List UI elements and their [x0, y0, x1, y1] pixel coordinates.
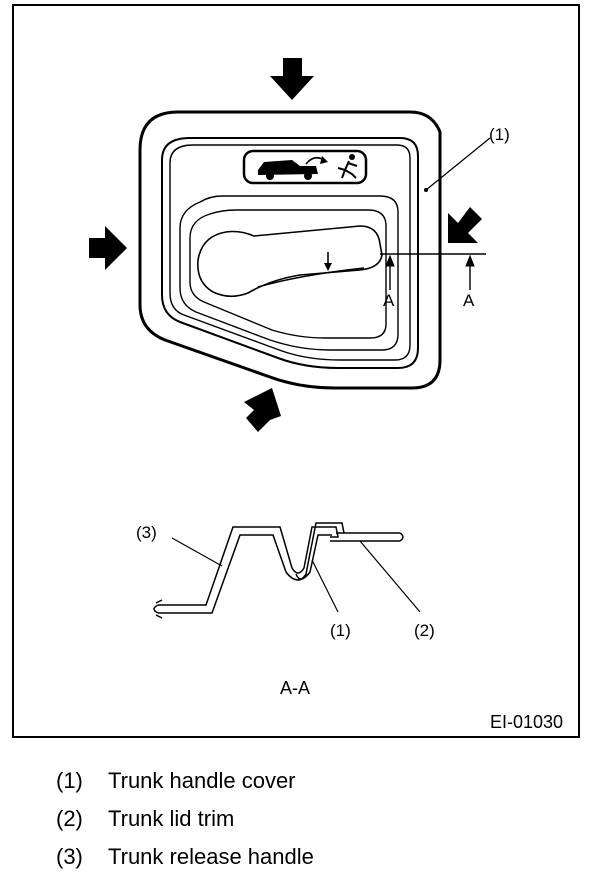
release-handle-lever [196, 225, 383, 298]
arrow-right-icon [89, 226, 127, 270]
legend-item: (3) Trunk release handle [56, 838, 314, 876]
leader-line-3 [171, 537, 223, 567]
trunk-release-emblem-icon [242, 149, 368, 185]
legend-number: (1) [56, 768, 83, 793]
legend: (1) Trunk handle cover (2) Trunk lid tri… [56, 762, 314, 876]
legend-text: Trunk handle cover [108, 768, 296, 793]
handle-cover-outline [138, 110, 442, 390]
callout-1-top: (1) [489, 125, 510, 144]
legend-text: Trunk lid trim [108, 806, 235, 831]
arrow-down-icon [270, 58, 314, 100]
legend-text: Trunk release handle [108, 844, 314, 869]
callout-3: (3) [136, 523, 157, 542]
figure-code: EI-01030 [490, 712, 563, 732]
section-title: A-A [280, 678, 310, 698]
figure-frame [12, 4, 580, 738]
legend-item: (1) Trunk handle cover [56, 762, 314, 800]
legend-number: (2) [56, 806, 83, 831]
section-mark-right: A [463, 291, 475, 310]
leader-line-1-top [425, 137, 491, 191]
section-line [380, 253, 486, 290]
arrow-diagonal-upright-icon [244, 388, 281, 432]
leader-line-1-bottom [311, 559, 339, 613]
callout-2: (2) [414, 621, 435, 640]
section-mark-left: A [383, 291, 395, 310]
callout-1-bottom: (1) [330, 621, 351, 640]
legend-number: (3) [56, 844, 83, 869]
leader-line-2 [359, 540, 421, 613]
down-arrow-icon [324, 252, 332, 271]
cover-profile [295, 522, 345, 580]
arrow-diagonal-downleft-icon [448, 207, 482, 243]
diagram: A A (1) (3) (1) (2) A-A EI-01030 [89, 58, 563, 732]
leader-dot [424, 188, 428, 192]
cross-section [153, 526, 404, 619]
legend-item: (2) Trunk lid trim [56, 800, 314, 838]
